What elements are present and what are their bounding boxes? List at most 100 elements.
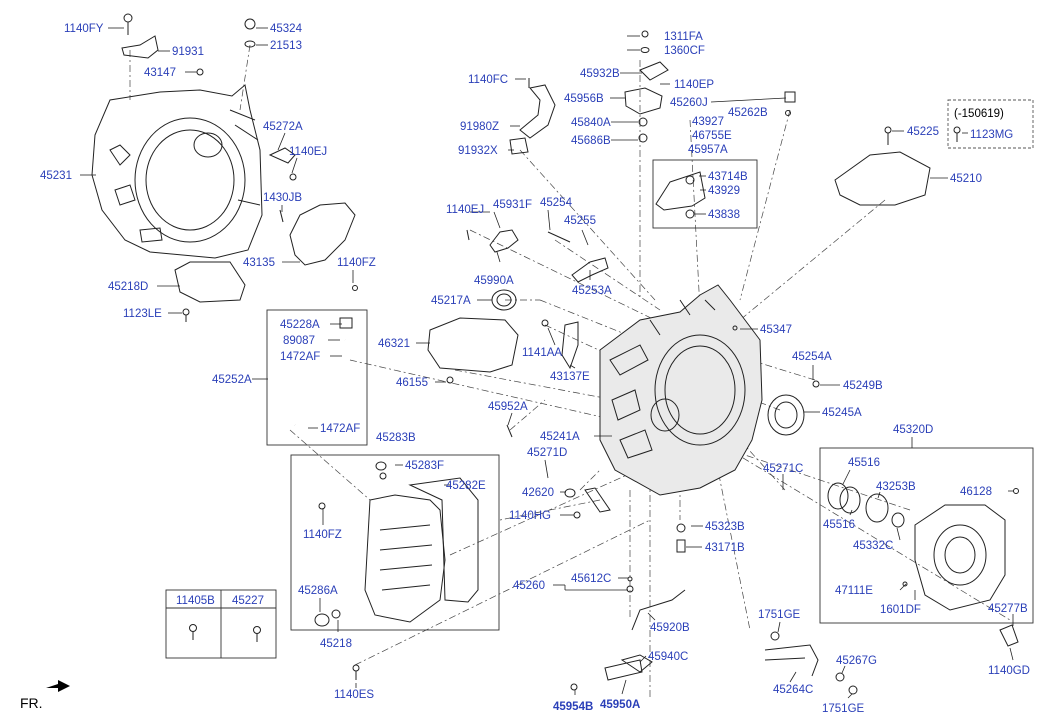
sensor-wire-drawing [631,589,686,631]
label-1751GE: 1751GE [758,609,801,621]
label-45952A: 45952A [488,401,528,413]
label-45283F: 45283F [405,460,444,472]
bolt-table [165,589,277,659]
label-46155: 46155 [396,377,428,389]
label-45210: 45210 [950,173,982,185]
label-45282E: 45282E [446,480,486,492]
label-45254A: 45254A [792,351,832,363]
inhibitor-switch-drawing [624,87,663,115]
label-46755E: 46755E [692,130,732,142]
label-43929: 43929 [708,185,740,197]
label-1141AA: 1141AA [522,347,562,359]
seal-ring-drawing [491,289,517,311]
converter-housing-drawing [91,84,263,259]
label-1123MG: 1123MG [970,129,1013,141]
front-direction-label: FR. [20,695,43,711]
transmission-case-drawing [599,284,763,496]
front-direction-arrow-icon [46,680,70,692]
label-45323B: 45323B [705,521,745,533]
date-note-box [947,99,1034,149]
label-21513: 21513 [270,40,302,52]
bolt-icon [189,624,197,640]
label-1601DF: 1601DF [880,604,921,616]
label-45277B: 45277B [988,603,1028,615]
harness-bracket-drawing [519,84,556,139]
label-45262B: 45262B [728,107,768,119]
part-labels: 1140FY 91931 43147 45324 21513 45272A 11… [20,23,1030,715]
label-1472AF: 1472AF [280,351,320,363]
differential-cover-drawing [914,504,1006,611]
label-45956B: 45956B [564,93,604,105]
label-45932B: 45932B [580,68,620,80]
label-1751GE: 1751GE [822,703,865,715]
label-91980Z: 91980Z [460,121,499,133]
label-43838: 43838 [708,209,740,221]
bolt-icon [253,626,261,642]
label-1140FZ: 1140FZ [337,257,376,269]
label-1140FZ: 1140FZ [303,529,342,541]
label-45217A: 45217A [431,295,471,307]
wire-clip-drawing [268,147,296,164]
label-45332C: 45332C [853,540,893,552]
label-45272A: 45272A [263,121,303,133]
pan-gasket-drawing [408,477,479,603]
label-45231: 45231 [40,170,72,182]
oil-strainer-drawing [427,317,519,373]
top-bracket-drawing [121,35,159,59]
label-1140GD: 1140GD [988,665,1030,677]
label-1140EP: 1140EP [674,79,714,91]
label-1123LE: 1123LE [123,308,162,320]
differential-cover-kit-box [819,447,1034,624]
label-45286A: 45286A [298,585,338,597]
mount-bracket-drawing [834,151,931,206]
leader-lines [80,27,1014,699]
label-1140FY: 1140FY [64,23,104,35]
label-45267G: 45267G [836,655,877,667]
label-45320D: 45320D [893,424,933,436]
label-45228A: 45228A [280,319,320,331]
label-1140EJ: 1140EJ [446,204,484,216]
detent-lever-drawing [571,257,609,283]
label-1311FA: 1311FA [664,31,703,43]
label-91932X: 91932X [458,145,498,157]
label-43927: 43927 [692,116,724,128]
small-fasteners [123,13,358,322]
label-45218: 45218 [320,638,352,650]
label-46321: 46321 [378,338,410,350]
label-43171B: 43171B [705,542,745,554]
hose-kit-box [266,309,368,446]
label-45920B: 45920B [650,622,690,634]
label-45940C: 45940C [648,651,688,663]
label-43137E: 43137E [550,371,590,383]
label-91931: 91931 [172,46,204,58]
label-45516: 45516 [823,519,855,531]
label-45990A: 45990A [474,275,514,287]
oil-seal-drawing [767,394,805,436]
table-header-45227: 45227 [232,595,264,607]
label-45516: 45516 [848,457,880,469]
label-43714B: 43714B [708,171,748,183]
o-ring-drawing [827,482,849,510]
label-45324: 45324 [270,23,303,35]
label-45931F: 45931F [493,199,532,211]
label-45260J: 45260J [670,97,708,109]
label-45271C: 45271C [763,463,803,475]
label-47111E: 47111E [835,585,873,597]
label-45957A: 45957A [688,144,728,156]
label-45840A: 45840A [571,117,611,129]
label-45241A: 45241A [540,431,580,443]
label-45218D: 45218D [108,281,148,293]
label-1140EJ: 1140EJ [289,146,327,158]
label-45283B: 45283B [376,432,416,444]
heat-shield-drawing [289,202,356,266]
label-45260: 45260 [513,580,545,592]
label-89087: 89087 [283,335,315,347]
label-45253A: 45253A [572,285,612,297]
label-45264C: 45264C [773,684,813,696]
label-43147: 43147 [144,67,176,79]
label-45255: 45255 [564,215,596,227]
label-45612C: 45612C [571,573,611,585]
strainer-bracket-drawing [561,321,579,370]
table-header-11405B: 11405B [176,595,215,607]
